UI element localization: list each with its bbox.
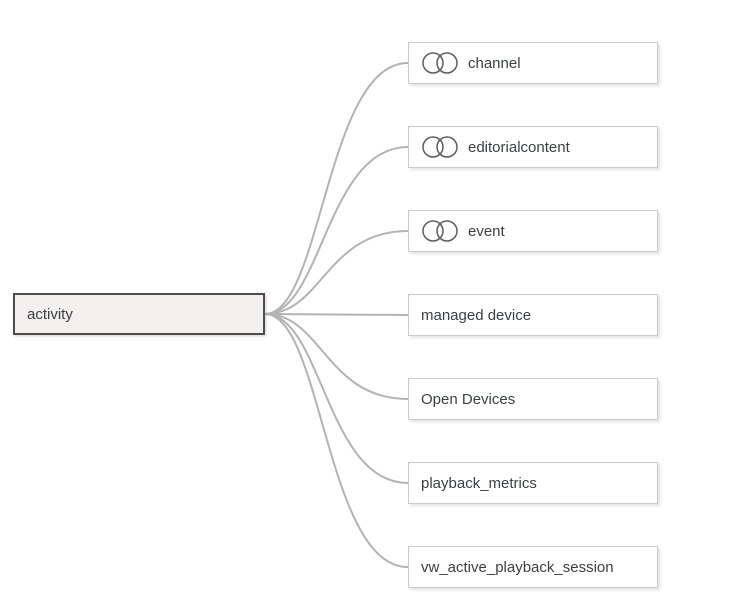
table-node-6[interactable]: vw_active_playback_session	[408, 546, 658, 588]
root-table-node-activity[interactable]: activity	[13, 293, 265, 335]
table-node-label: channel	[468, 54, 521, 72]
connector-line-5[interactable]	[264, 313, 409, 484]
connector-line-0[interactable]	[264, 62, 409, 315]
table-node-label: managed device	[421, 306, 532, 324]
table-node-5[interactable]: playback_metrics	[408, 462, 658, 504]
table-node-4[interactable]: Open Devices	[408, 378, 658, 420]
root-table-node-label: activity	[27, 305, 73, 323]
connector-line-2[interactable]	[264, 230, 409, 315]
connector-line-1[interactable]	[264, 146, 409, 315]
table-node-1[interactable]: editorialcontent	[408, 126, 658, 168]
table-node-label: playback_metrics	[421, 474, 537, 492]
table-node-label: Open Devices	[421, 390, 516, 408]
venn-join-icon	[421, 50, 459, 76]
table-node-label: editorialcontent	[468, 138, 570, 156]
table-node-2[interactable]: event	[408, 210, 658, 252]
connector-line-3[interactable]	[264, 313, 409, 316]
venn-join-icon	[421, 134, 459, 160]
table-node-label: event	[468, 222, 505, 240]
venn-join-icon	[421, 218, 459, 244]
connector-line-6[interactable]	[264, 313, 409, 568]
connector-line-4[interactable]	[264, 313, 409, 400]
table-node-3[interactable]: managed device	[408, 294, 658, 336]
table-node-label: vw_active_playback_session	[421, 558, 614, 576]
table-node-0[interactable]: channel	[408, 42, 658, 84]
